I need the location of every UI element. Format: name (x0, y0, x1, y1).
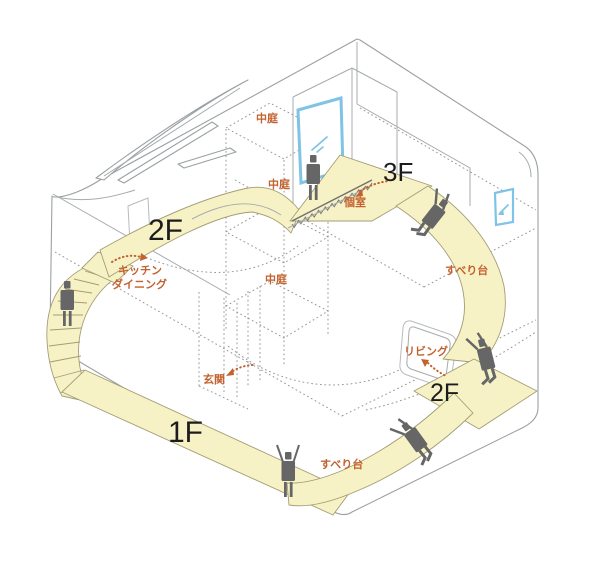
label-arrows (111, 180, 447, 377)
building-outline (49, 38, 539, 516)
label-3f: 3F (383, 157, 413, 187)
band-hump-edge (191, 203, 282, 220)
label-1f: 1F (168, 416, 203, 449)
floor-labels: 2F 3F 1F 2F (148, 157, 459, 449)
floor-band-1f (61, 369, 351, 516)
label-kitchen-line2: ダイニング (112, 277, 167, 291)
window-glass-icon-right (493, 187, 515, 227)
label-courtyard-mid: 中庭 (268, 177, 290, 191)
windows (296, 96, 515, 227)
sawtooth-stairs (191, 179, 373, 229)
label-slide-right: すべり台 (445, 263, 488, 277)
slide-lower (286, 392, 474, 507)
room-labels: 中庭 中庭 中庭 キッチン ダイニング 個室 すべり台 リビング 玄関 すべり台 (112, 111, 488, 471)
skylight-glass-icon (95, 79, 249, 184)
label-living: リビング (404, 344, 448, 358)
courtyard-shaft-mid (224, 206, 330, 264)
label-2f-right: 2F (430, 379, 459, 407)
right-wing-top-edge (356, 103, 471, 206)
label-courtyard-bottom: 中庭 (265, 272, 287, 286)
label-entrance: 玄関 (203, 372, 225, 386)
label-private-room: 個室 (343, 195, 366, 209)
corner-echo (518, 151, 532, 178)
floor-band-2f (99, 186, 301, 278)
courtyard-shaft-low (224, 280, 330, 339)
glass-slash-icon (311, 136, 328, 153)
glass-arrow-tip (498, 209, 504, 215)
hidden-slide-curve (149, 245, 299, 273)
label-slide-bottom: すべり台 (320, 457, 363, 471)
label-courtyard-top: 中庭 (256, 111, 278, 125)
roof-underside-line (56, 189, 136, 201)
label-2f-left: 2F (148, 214, 183, 247)
label-kitchen-line1: キッチン (118, 264, 162, 277)
